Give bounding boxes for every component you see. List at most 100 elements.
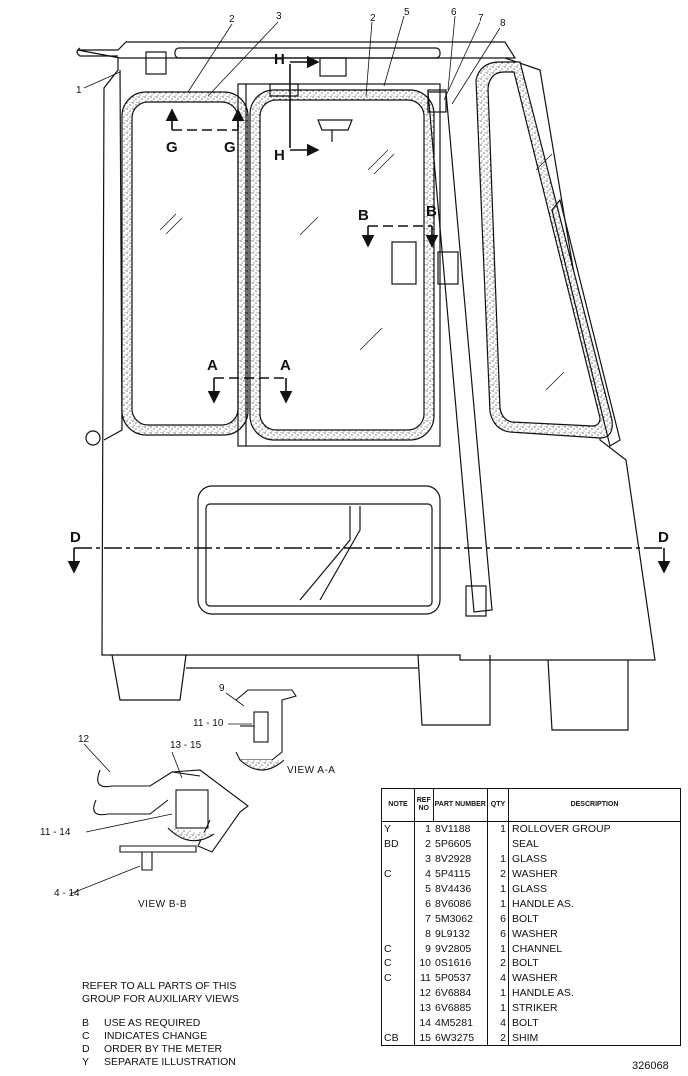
cell-ref: 4	[414, 866, 433, 882]
cell-ref: 14	[414, 1015, 433, 1031]
upper-latch	[269, 83, 299, 97]
left-window-glass	[131, 101, 239, 426]
cell-note	[381, 926, 415, 942]
latch-bracket	[319, 57, 347, 77]
section-b-right: B	[426, 203, 437, 220]
callout-12: 12	[78, 734, 90, 745]
cell-qty: 1	[487, 896, 509, 912]
view-bb-detail	[93, 769, 249, 871]
cell-desc: CHANNEL	[508, 941, 681, 957]
cell-note: CB	[381, 1030, 415, 1047]
callout-2a: 2	[229, 14, 235, 25]
cell-desc: BOLT	[508, 956, 681, 971]
cell-note: BD	[381, 836, 415, 852]
cell-note	[381, 1000, 415, 1016]
cell-ref: 6	[414, 896, 433, 912]
cell-qty: 1	[487, 941, 509, 957]
callout-8: 8	[500, 18, 506, 29]
note-code: D	[82, 1043, 90, 1055]
section-a-right: A	[280, 357, 291, 374]
cell-part: 8V4436	[435, 883, 472, 895]
callout-3: 3	[276, 11, 282, 22]
cell-note	[381, 985, 415, 1001]
cell-part: 5P0537	[435, 972, 472, 985]
callout-9: 9	[219, 683, 225, 694]
note-text: INDICATES CHANGE	[104, 1030, 208, 1042]
door-handle	[317, 119, 353, 142]
section-d-left: D	[70, 529, 81, 546]
rollover-handle	[76, 47, 118, 57]
cell-qty: 6	[487, 911, 509, 927]
view-bb-label: VIEW B-B	[138, 899, 188, 910]
notes-intro: REFER TO ALL PARTS OF THIS GROUP FOR AUX…	[82, 980, 239, 1005]
cell-ref: 3	[414, 851, 433, 867]
cell-part: 8V2928	[435, 853, 472, 866]
cell-ref: 11	[414, 970, 433, 986]
cell-note	[381, 1015, 415, 1031]
cell-part: 5P4115	[435, 868, 471, 881]
callout-1: 1	[76, 85, 82, 96]
cell-qty: 4	[487, 970, 509, 986]
handle-bottom-mount	[465, 585, 487, 617]
roof-bracket	[145, 51, 167, 75]
cell-note: C	[381, 970, 415, 986]
section-b-left: B	[358, 207, 369, 224]
section-d-right: D	[658, 529, 669, 546]
parts-table: NOTE REF NO PART NUMBER QTY DESCRIPTION …	[381, 788, 681, 1047]
cell-ref: 5	[414, 881, 433, 897]
front-corner-post	[103, 69, 123, 441]
cell-desc: SHIM	[508, 1030, 681, 1047]
cell-part: 9V2805	[435, 942, 472, 955]
section-a-left: A	[207, 357, 218, 374]
cell-qty: 2	[487, 866, 509, 882]
cell-desc: HANDLE AS.	[508, 896, 681, 912]
left-leg	[111, 654, 187, 701]
cell-desc: HANDLE AS.	[508, 985, 681, 1001]
cell-ref: 7	[414, 911, 433, 927]
callout-4-14: 4 - 14	[54, 888, 80, 899]
cell-desc: GLASS	[508, 851, 681, 867]
cell-note: Y	[381, 821, 415, 837]
cell-desc: BOLT	[508, 911, 681, 927]
handle-mid-mount	[437, 251, 459, 285]
cell-qty: 1	[487, 1000, 509, 1016]
callout-2b: 2	[370, 13, 376, 24]
note-code: B	[82, 1017, 90, 1029]
section-g-right: G	[224, 139, 236, 156]
panel-brace	[299, 506, 361, 601]
cell-desc: WASHER	[508, 866, 681, 882]
door-frame	[237, 83, 441, 447]
cell-ref: 10	[414, 956, 433, 971]
note-item: B USE AS REQUIRED	[82, 1017, 272, 1030]
section-g-left: G	[166, 139, 178, 156]
cell-ref: 13	[414, 1000, 433, 1016]
header-qty: QTY	[487, 788, 509, 822]
cell-desc: WASHER	[508, 926, 681, 942]
header-ref: REF NO	[414, 788, 434, 822]
side-light	[85, 430, 101, 446]
note-text: USE AS REQUIRED	[104, 1017, 201, 1029]
cell-qty: 2	[487, 1030, 509, 1047]
callout-11-10: 11 - 10	[193, 718, 224, 729]
cell-desc: STRIKER	[508, 1000, 681, 1016]
note-code: Y	[82, 1056, 90, 1068]
cell-desc: BOLT	[508, 1015, 681, 1031]
cell-desc: GLASS	[508, 881, 681, 897]
cell-qty: 6	[487, 926, 509, 942]
